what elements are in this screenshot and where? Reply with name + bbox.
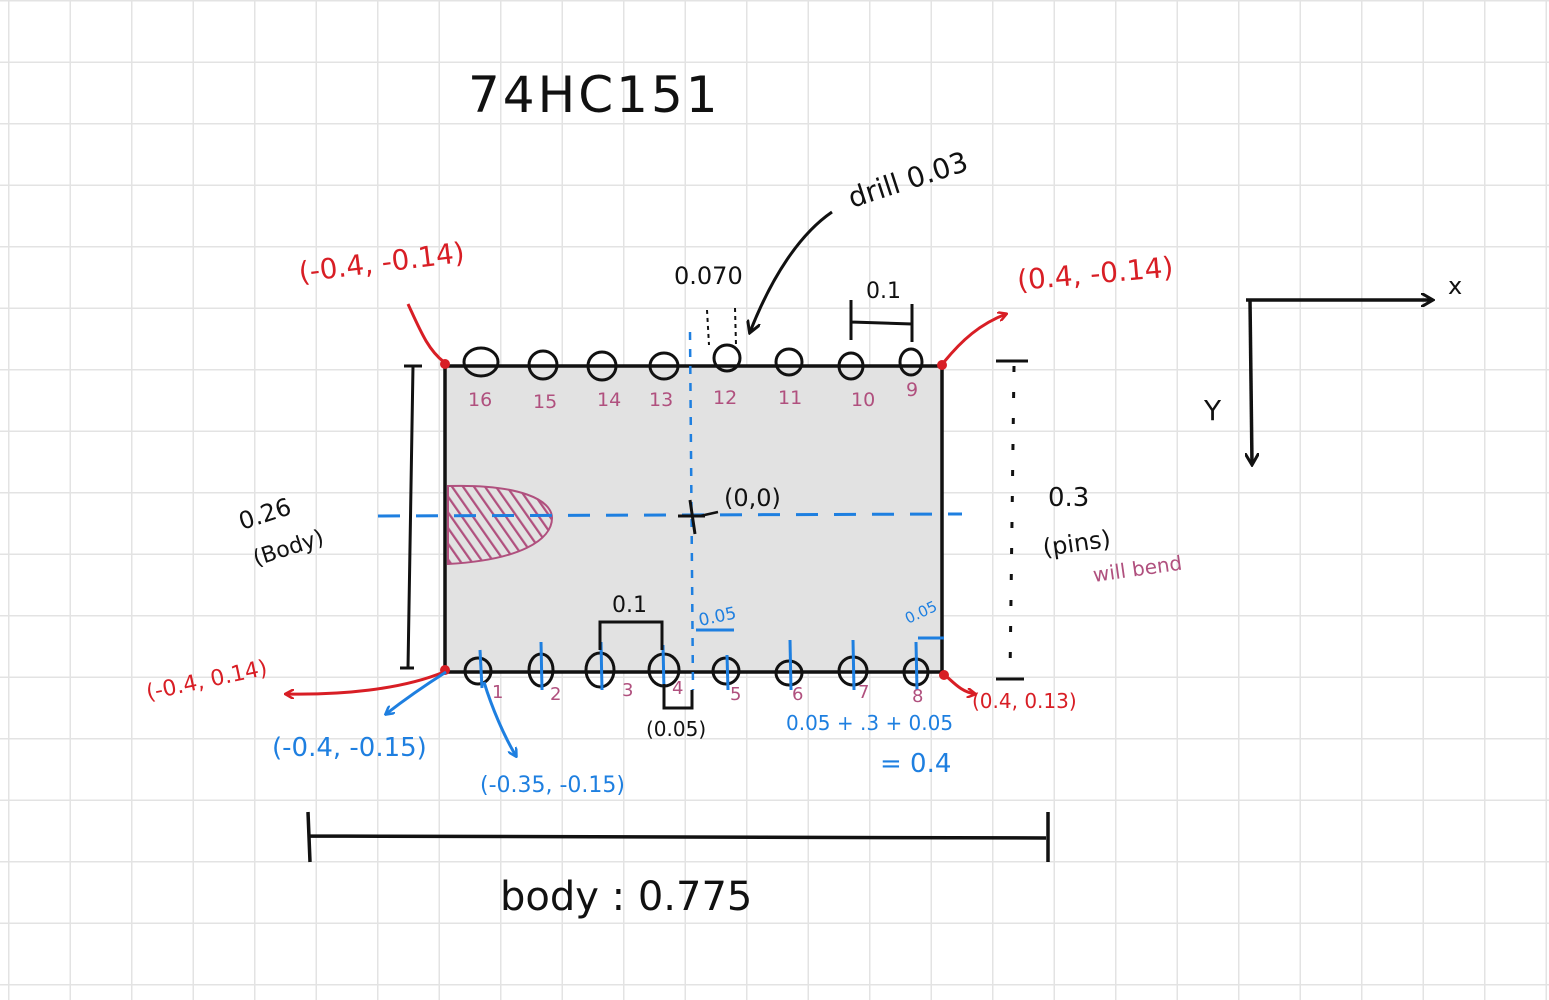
pin-number-9: 9 [906, 379, 918, 401]
pitch-label-top: 0.070 [674, 262, 743, 290]
pin-number-8: 8 [912, 686, 923, 707]
top-pin-numbers: 16 15 14 13 12 11 10 9 [468, 379, 918, 413]
pin-number-5: 5 [730, 684, 741, 705]
bottom-offset-bracket [662, 684, 694, 710]
axis-y-arrow [1250, 299, 1252, 464]
pin-number-1: 1 [492, 682, 503, 703]
pin-number-2: 2 [550, 684, 561, 705]
center-line-horizontal [377, 512, 963, 518]
bottom-offset-label: (0.05) [646, 717, 706, 741]
drill-label: drill 0.03 [844, 145, 972, 215]
sum-formula: 0.05 + .3 + 0.05 [786, 711, 953, 735]
corner-arrow-top-right [942, 314, 1006, 363]
body-height-value: 0.26 [235, 493, 294, 536]
origin-label: (0,0) [724, 484, 781, 512]
origin-mark [678, 499, 719, 535]
corner-arrow-bottom-right [945, 674, 975, 694]
pin-number-6: 6 [792, 684, 803, 705]
corner-arrow-top-left [406, 303, 445, 364]
pin-origin-arrow-a [386, 670, 447, 714]
corner-label-bottom-right: (0.4, 0.13) [972, 689, 1077, 713]
corner-label-top-right: (0.4, -0.14) [1016, 250, 1175, 297]
bottom-pin-numbers: 1 2 3 4 5 6 7 8 [492, 678, 923, 707]
bottom-spacing-label: 0.1 [612, 593, 647, 618]
pins-span-value: 0.3 [1048, 483, 1089, 513]
corner-label-top-left: (-0.4, -0.14) [297, 236, 467, 289]
top-spacing-label: 0.1 [866, 279, 901, 304]
pitch-dotted-right [734, 307, 737, 346]
chip-title: 74HC151 [468, 66, 721, 124]
pin-number-4: 4 [672, 678, 683, 699]
drill-arrow [750, 210, 833, 332]
top-spacing-bracket [849, 300, 914, 342]
will-bend-note: will bend [1091, 551, 1183, 587]
pin-origin-label-a: (-0.4, -0.15) [272, 733, 427, 763]
axis-y-label: Y [1203, 394, 1222, 427]
body-height-unit: (Body) [250, 525, 327, 571]
body-width-label: body : 0.775 [500, 874, 752, 920]
pins-span-line [1008, 365, 1016, 677]
pin-number-3: 3 [622, 680, 633, 701]
pin-number-16: 16 [468, 389, 492, 411]
pin-number-10: 10 [851, 389, 875, 411]
axis-x-label: x [1448, 272, 1462, 300]
pin-number-15: 15 [533, 391, 557, 413]
pin-number-11: 11 [778, 387, 802, 409]
corner-label-bottom-left: (-0.4, 0.14) [144, 656, 270, 706]
top-pads [462, 343, 924, 382]
corner-arrow-bottom-left [286, 670, 445, 694]
pin-number-12: 12 [713, 387, 737, 409]
pitch-dotted-left [706, 309, 710, 346]
pin1-notch-hatch [447, 484, 554, 566]
pin-origin-label-b: (-0.35, -0.15) [480, 773, 625, 798]
body-height-dimension [400, 364, 422, 670]
bottom-pin-center-ticks [478, 639, 919, 691]
bottom-spacing-bracket [598, 620, 664, 650]
pin-number-14: 14 [597, 389, 621, 411]
pins-span-unit: (pins) [1041, 525, 1113, 562]
pin-number-13: 13 [649, 389, 673, 411]
body-width-dimension [306, 811, 1050, 863]
sum-result: = 0.4 [880, 749, 951, 779]
pin-origin-arrow-b [482, 681, 516, 756]
pin-number-7: 7 [858, 682, 869, 703]
